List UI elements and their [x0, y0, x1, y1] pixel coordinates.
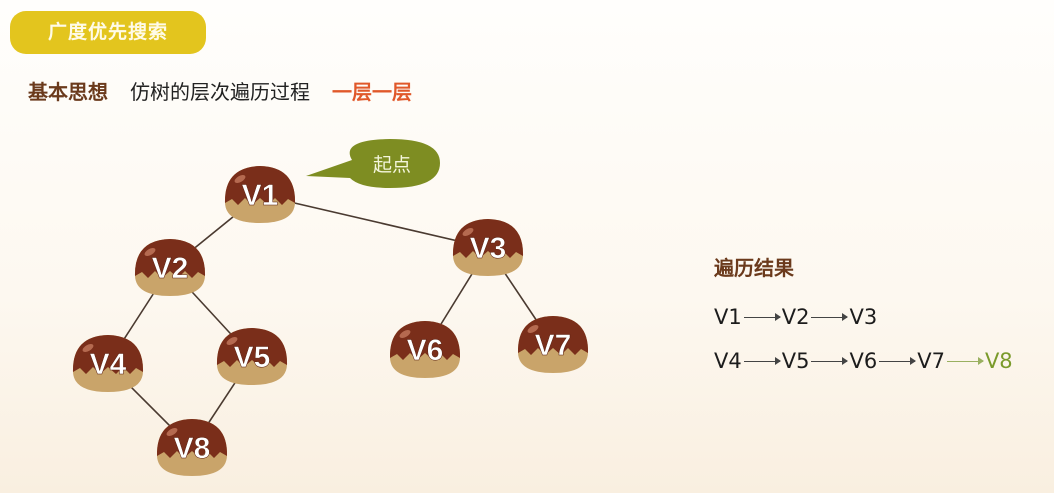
node-V1: V1 — [224, 166, 296, 223]
node-label: V6 — [407, 334, 444, 367]
node-label: V5 — [234, 341, 271, 374]
idea-text: 仿树的层次遍历过程 — [130, 80, 310, 104]
arrow-icon — [743, 356, 781, 365]
start-bubble — [306, 139, 440, 188]
result-item: V2 — [781, 305, 810, 329]
arrow-icon — [879, 356, 917, 365]
result-item: V6 — [849, 349, 878, 373]
result-item: V5 — [781, 349, 810, 373]
node-label: V8 — [174, 432, 211, 465]
start-label: 起点 — [373, 154, 411, 176]
result-row: V4 V5 V6 V7 V8 — [714, 339, 1013, 383]
idea-label: 基本思想 — [28, 80, 108, 104]
result-item: V8 — [984, 349, 1013, 373]
node-V8: V8 — [156, 419, 228, 476]
node-V4: V4 — [72, 335, 144, 392]
node-label: V2 — [152, 252, 189, 285]
node-label: V1 — [242, 179, 279, 212]
node-V3: V3 — [452, 219, 524, 276]
node-V5: V5 — [216, 328, 288, 385]
arrow-icon — [811, 356, 849, 365]
node-V7: V7 — [517, 316, 589, 373]
result-title: 遍历结果 — [714, 256, 794, 280]
node-label: V3 — [470, 232, 507, 265]
edge-V1-V3 — [259, 194, 489, 249]
node-V6: V6 — [389, 321, 461, 378]
section-title-badge: 广度优先搜索 — [10, 11, 206, 54]
arrow-icon — [743, 312, 781, 321]
result-item: V4 — [714, 349, 742, 373]
result-item: V1 — [714, 305, 742, 329]
arrow-icon — [946, 356, 984, 365]
node-label: V7 — [535, 329, 572, 362]
result-item: V3 — [849, 305, 878, 329]
node-label: V4 — [90, 348, 127, 381]
arrow-icon — [811, 312, 849, 321]
result-item: V7 — [917, 349, 945, 373]
idea-highlight: 一层一层 — [332, 80, 412, 104]
result-row: V1 V2 V3 — [714, 295, 1013, 339]
node-V2: V2 — [134, 239, 206, 296]
basic-idea: 基本思想仿树的层次遍历过程一层一层 — [28, 76, 412, 105]
